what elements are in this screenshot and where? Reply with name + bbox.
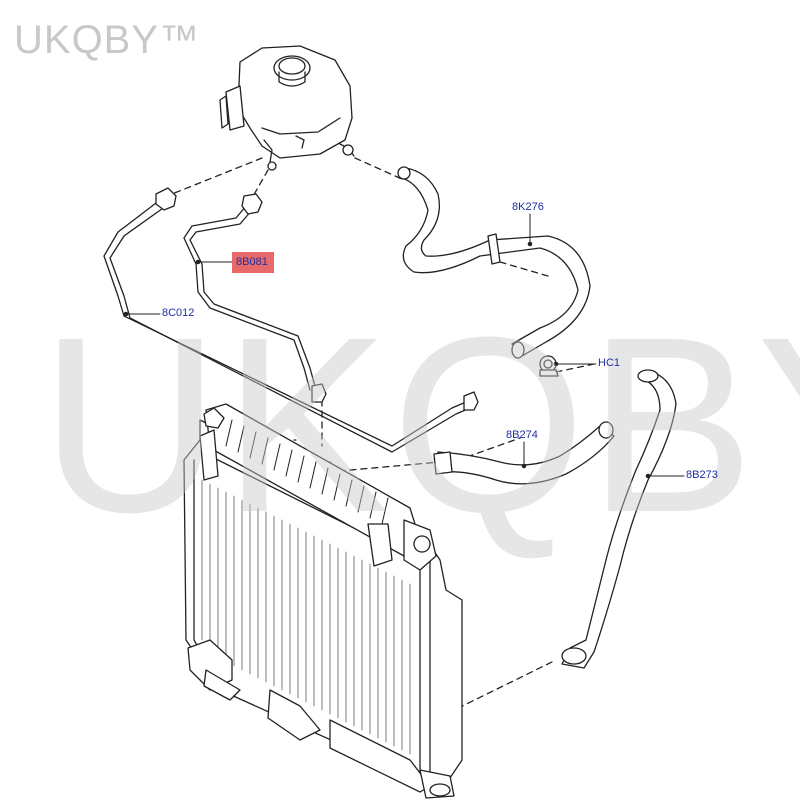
hose-8b273 — [561, 369, 677, 669]
callout-8k276: 8K276 — [512, 201, 544, 213]
leader-lines — [123, 213, 685, 479]
clamp-hc1 — [539, 355, 559, 377]
watermark-corner: UKQBY™ — [14, 18, 201, 62]
hose-8k276 — [397, 166, 591, 359]
hose-8b081 — [183, 193, 327, 403]
callout-8c012: 8C012 — [162, 307, 195, 319]
callout-8b273: 8B273 — [686, 469, 718, 481]
expansion-tank — [219, 45, 355, 171]
callout-8b274: 8B274 — [506, 429, 538, 441]
callout-8b081: 8B081 — [232, 252, 274, 273]
watermark-center: UKQBY™ — [40, 285, 800, 564]
radiator — [183, 403, 463, 799]
callout-hc1: HC1 — [598, 357, 621, 369]
hose-8c012 — [103, 187, 479, 453]
